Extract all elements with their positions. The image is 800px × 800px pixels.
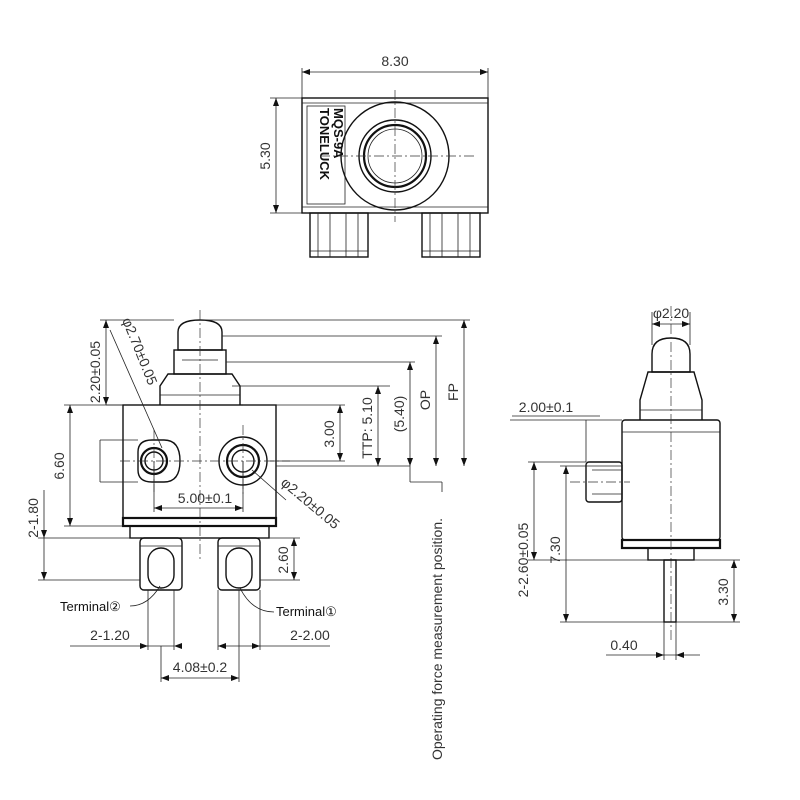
hole-spacing-label: 5.00±0.1 <box>178 490 233 506</box>
terminal-width-right-label: 2-2.00 <box>290 627 330 643</box>
top-height-label: 5.30 <box>257 142 273 169</box>
front-view: 2.20±0.05 φ2.70±0.05 6.60 2-1.80 5.00±0.… <box>25 310 470 760</box>
pin-length-label: 3.30 <box>715 578 731 605</box>
hole-diameter-label: φ2.70±0.05 <box>119 315 161 387</box>
terminal-2-label: Terminal② <box>60 599 121 614</box>
body-height-label: 6.60 <box>51 452 67 479</box>
operating-force-note: Operating force measurement position. <box>429 518 445 760</box>
pin-thickness-label: 0.40 <box>610 637 637 653</box>
terminal-pitch-label: 4.08±0.2 <box>173 659 228 675</box>
brand-line2: MQS-9A <box>331 108 346 159</box>
hole-center-height-label: 3.00 <box>321 420 337 447</box>
body-length-label: 7.30 <box>547 536 563 563</box>
brand-line1: TONELUCK <box>317 108 332 181</box>
boss-length-label: 2.00±0.1 <box>519 399 574 415</box>
terminal-hole-label: φ2.20±0.05 <box>278 474 343 532</box>
terminal-width-left-label: 2-1.20 <box>90 627 130 643</box>
ttp-label: TTP: 5.10 <box>359 397 375 459</box>
terminal-length-label: 2.60 <box>275 546 291 573</box>
terminal-1-label: Terminal① <box>276 604 337 619</box>
op-label: OP <box>417 390 433 410</box>
fp-label: FP <box>445 383 461 401</box>
boss-position-label: 2-2.60±0.05 <box>515 522 531 597</box>
plunger-length-label: 2.20±0.05 <box>87 341 103 403</box>
top-width-label: 8.30 <box>381 53 408 69</box>
hole-to-bottom-label: 2-1.80 <box>25 498 41 538</box>
side-view: φ2.20 2.00±0.1 2-2.60±0.05 7. <box>510 305 740 660</box>
top-view: 8.30 5.30 TONELUCK MQS-9A <box>257 53 489 258</box>
ttp-ref-label: (5.40) <box>391 396 407 433</box>
